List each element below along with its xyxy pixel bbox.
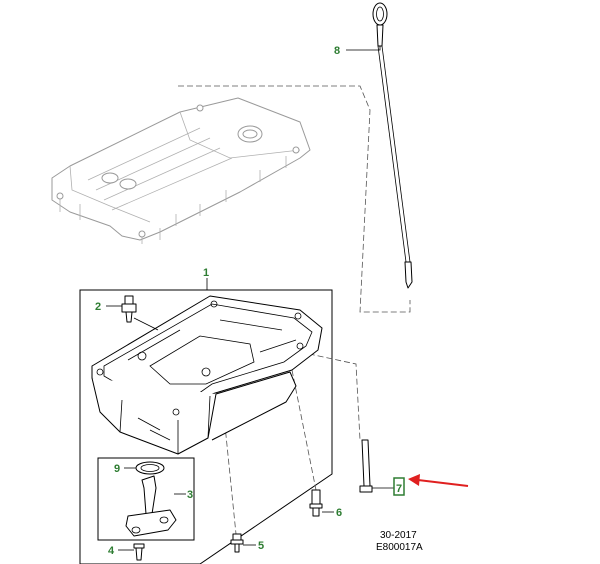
callout-6: 6 (336, 507, 342, 519)
highlight-box-7 (393, 477, 405, 496)
callout-2: 2 (95, 301, 101, 313)
callout-5: 5 (258, 540, 264, 552)
guide-line-pan-to-bolt-6 (291, 369, 317, 491)
leader-8 (346, 46, 381, 51)
callout-4: 4 (108, 545, 115, 557)
pickup-sub-box (97, 457, 195, 541)
oil-pickup-tube (125, 475, 177, 537)
oil-pan (91, 295, 323, 455)
pan-bolt-6 (309, 489, 323, 517)
pickup-o-ring (135, 461, 165, 475)
callout-7: 7 (396, 483, 402, 495)
pickup-bolt (133, 543, 145, 561)
dipstick (372, 2, 413, 289)
reference-code-2: E800017A (376, 542, 423, 553)
assembly-callout-box (79, 289, 333, 564)
guide-line-cover-to-dipstick (178, 85, 411, 313)
callout-3: 3 (187, 489, 193, 501)
reference-code-1: 30-2017 (380, 530, 417, 541)
callout-8: 8 (334, 45, 340, 57)
leader-2-to-pan (133, 317, 159, 331)
pointer-arrow (408, 474, 469, 487)
guide-line-pan-to-bolt-7 (299, 351, 361, 441)
callout-1: 1 (203, 267, 209, 279)
callout-9: 9 (114, 463, 120, 475)
pan-bolt-7 (359, 439, 373, 493)
pan-bolt-5 (230, 533, 244, 553)
drain-plug (121, 295, 137, 323)
engine-cover-ghost (51, 97, 311, 244)
